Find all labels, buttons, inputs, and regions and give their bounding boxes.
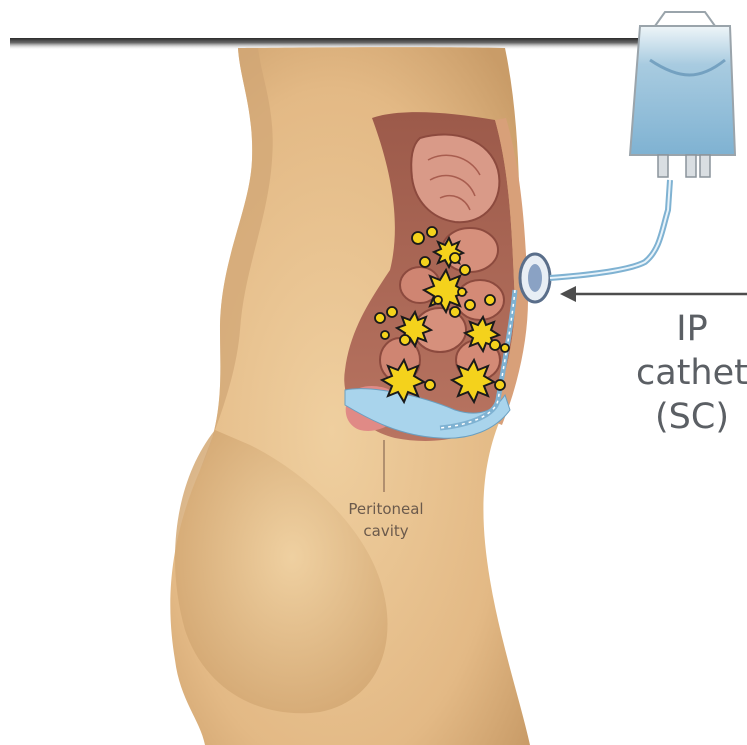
ip-catheter-label-line3: (SC) [636,395,747,439]
peritoneal-cavity-label-line2: cavity [322,520,450,542]
ip-catheter-label-line1: IP [636,307,747,351]
subcutaneous-port [520,254,550,302]
ip-catheter-label-line2: catheter [636,351,747,395]
peritoneal-cavity-label-line1: Peritoneal [322,498,450,520]
iv-bag [630,12,735,177]
pointer-arrow [560,286,747,302]
tubing-highlight [550,180,670,278]
external-tubing [550,180,670,278]
peritoneal-cavity-label: Peritoneal cavity [322,498,450,542]
ip-catheter-label: IP catheter (SC) [636,307,747,439]
